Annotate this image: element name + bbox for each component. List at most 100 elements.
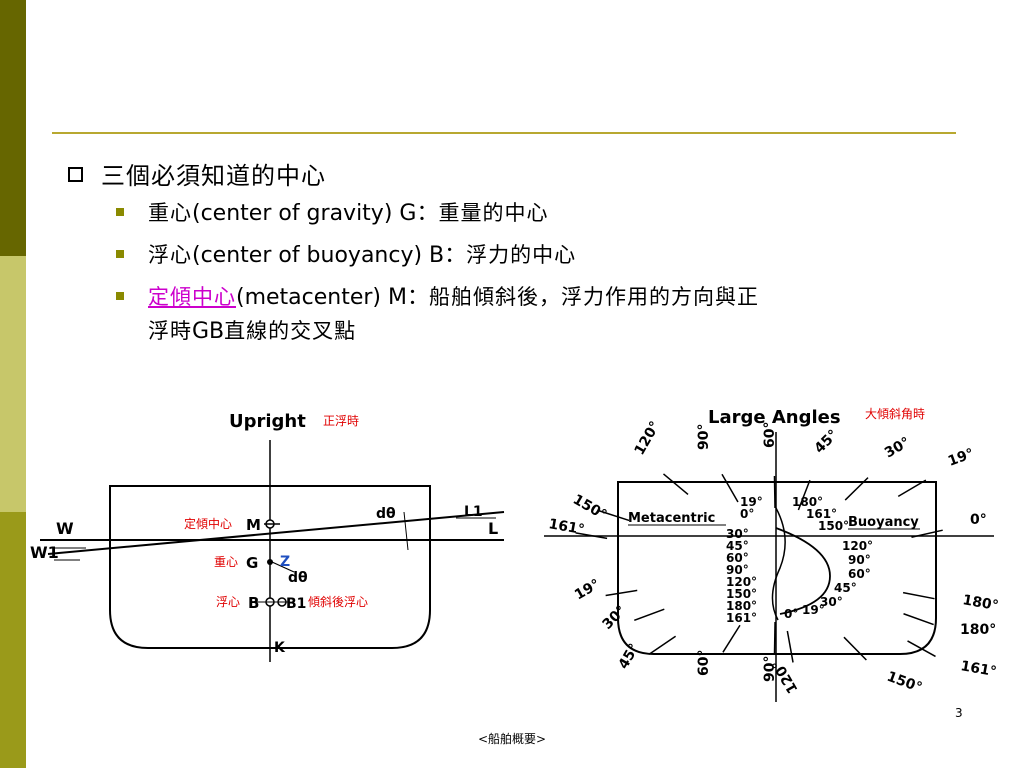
buoyancy-angle-label: 30° [820,595,843,609]
angle-ray [773,621,776,655]
outer-angle-label: 60° [696,650,712,676]
angle-rays [575,473,943,663]
buoyancy-angle-label: 19° [802,603,825,617]
buoyancy-curve [775,527,831,615]
metacentric-angle-label: 30° [726,527,749,541]
angle-ray [598,509,630,522]
label-w1: W1 [30,543,59,562]
upright-diagram: Upright 正浮時 W W1 L L1 dθ 定傾中心 M 重心 G Z d… [30,411,505,662]
angle-ray [663,473,689,496]
gravity-cn: 重心 [148,201,192,225]
label-buoyancy: Buoyancy [848,515,919,530]
buoyancy-angle-label: 60° [848,567,871,581]
hollow-square-bullet-icon [68,167,83,182]
metacentric-angle-labels: 19°0° 30°45°60°90°120°150°180°161° [726,495,763,625]
hull-outline [109,485,431,649]
buoyancy-angle-label: 90° [848,553,871,567]
label-m-cn: 定傾中心 [184,516,232,531]
metacentric-angle-label: 180° [726,599,757,613]
outer-angle-label: 45° [812,427,842,457]
angle-ray [721,473,739,503]
label-m: M [246,516,261,534]
label-z: Z [280,554,290,570]
buoyancy-angle-labels: 180°161°150° 120°90°60°45°30°19° 0° [784,495,873,621]
angle-ray [797,479,811,511]
side-bar-middle [0,256,26,512]
outer-angle-label: 180° [961,592,999,614]
outer-angle-label: 161° [959,658,997,680]
metacenter-en: (metacenter) M： [236,285,429,310]
metacentric-angle-label: 150° [726,587,757,601]
angle-ray [844,477,869,501]
large-angles-title: Large Angles [708,407,841,428]
upright-title: Upright [229,411,306,432]
metacenter-desc-2a: 浮時 [148,319,192,343]
square-bullet-icon [116,208,124,216]
outer-angle-label: 30° [882,434,913,461]
outer-angle-label: 90° [696,424,712,450]
metacenter-desc: 船舶傾斜後，浮力作用的方向與正 [429,285,759,309]
metacentric-angle-label: 60° [726,551,749,565]
square-bullet-icon [116,250,124,258]
outer-angle-label: 161° [547,516,585,538]
outer-angle-label: 90° [762,656,778,682]
label-g: G [246,554,258,572]
metacenter-link[interactable]: 定傾中心 [148,285,236,309]
angle-ray [722,624,741,653]
buoyancy-cn: 浮心 [148,243,192,267]
buoyancy-angle-label: 180° [792,495,823,509]
buoyancy-angle-label: 150° [818,519,849,533]
label-b1: B1 [286,596,306,612]
angle-ray [907,640,936,658]
metacentric-angle-label: 90° [726,563,749,577]
buoyancy-angle-label: 0° [784,607,798,621]
large-angles-diagram: Large Angles 大傾斜角時 Metacentric Buoyancy … [544,407,1000,702]
metacenter-desc-2c: 直線的交叉點 [224,319,357,343]
label-b1-cn: 傾斜後浮心 [308,595,368,609]
label-l: L [488,519,498,538]
metacentric-angle-label: 45° [726,539,749,553]
footer-text: <船舶概要> [477,732,547,746]
label-l1: L1 [464,504,483,520]
angle-ray [786,630,794,663]
outer-angle-label: 19° [946,446,976,470]
buoyancy-angle-label: 45° [834,581,857,595]
metacenter-desc-2b: GB [192,319,225,344]
label-dtheta-2: dθ [288,570,308,586]
outer-angle-label: 19° [572,576,603,603]
metacentric-angle-label: 0° [740,507,754,521]
outer-angle-label: 180° [960,622,996,638]
angle-ray [843,636,867,661]
angle-ray [575,532,608,540]
large-hull-outline [617,481,937,655]
label-metacentric: Metacentric [628,511,715,526]
title-divider [52,132,956,134]
gravity-en: (center of gravity) G： [192,201,439,226]
upright-title-cn: 正浮時 [323,414,359,428]
outer-angle-label: 150° [570,492,609,524]
gravity-desc: 重量的中心 [438,201,549,225]
angle-ray [897,479,927,497]
page-number: 3 [955,706,963,720]
outer-angle-label: 0° [970,512,987,528]
metacentric-angle-label: 161° [726,611,757,625]
metacentric-curve [771,507,786,621]
metacentric-angle-label: 19° [740,495,763,509]
outer-angle-label: 30° [600,603,630,633]
angle-ray [648,635,677,655]
label-b-cn: 浮心 [216,595,240,609]
buoyancy-angle-label: 120° [842,539,873,553]
angle-ray [773,475,776,509]
buoyancy-desc: 浮力的中心 [466,243,577,267]
label-k: K [274,640,286,656]
label-g-cn: 重心 [214,555,238,569]
outer-angle-label: 150° [885,669,925,696]
main-bullet: 三個必須知道的中心 [68,156,326,191]
outer-angle-label: 45° [616,641,643,672]
angle-ray [634,608,665,622]
buoyancy-angle-label: 161° [806,507,837,521]
side-bar-bottom [0,512,26,768]
side-bar-top [0,0,26,256]
metacentric-angle-label: 120° [726,575,757,589]
label-w: W [56,519,74,538]
